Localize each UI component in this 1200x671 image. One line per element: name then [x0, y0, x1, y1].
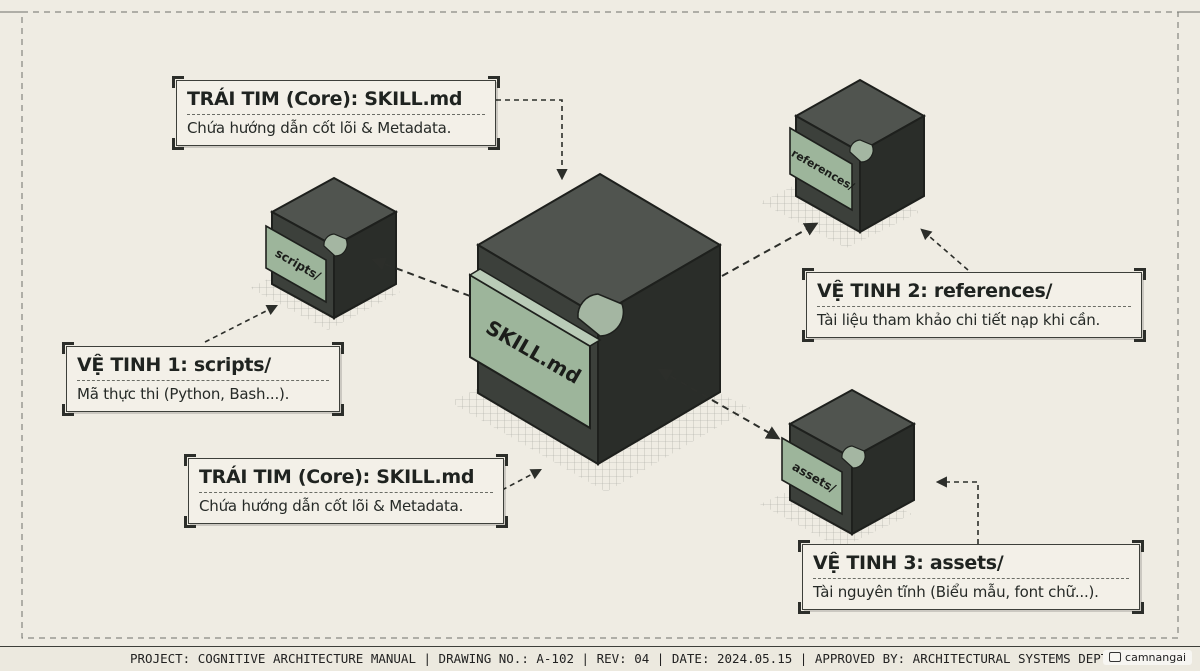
cube-scripts-dial-icon: [323, 233, 348, 257]
cube-assets[interactable]: assets/: [781, 388, 917, 536]
leader-core-top: [496, 99, 568, 181]
cube-connectors: [371, 222, 819, 440]
callout-core-top-desc: Chứa hướng dẫn cốt lõi & Metadata.: [187, 119, 452, 137]
connector-core-assets: [657, 368, 781, 440]
callout-core-bottom: TRÁI TIM (Core): SKILL.md Chứa hướng dẫn…: [184, 454, 508, 528]
leader-core-bottom: [501, 468, 542, 491]
connector-core-references: [721, 222, 819, 277]
watermark-icon: [1109, 652, 1122, 662]
callout-core-top-title: TRÁI TIM (Core): SKILL.md: [187, 87, 485, 115]
drawing-frame: [0, 11, 1200, 639]
cube-references-label-plate: [789, 126, 853, 212]
callout-satellite-2-title: VỆ TINH 2: references/: [817, 279, 1131, 307]
callout-satellite-3-title: VỆ TINH 3: assets/: [813, 551, 1129, 579]
cube-references-dial-icon: [849, 139, 874, 163]
callout-core-top: TRÁI TIM (Core): SKILL.md Chứa hướng dẫn…: [172, 76, 500, 150]
callout-satellite-1: VỆ TINH 1: scripts/ Mã thực thi (Python,…: [62, 342, 344, 416]
connector-core-scripts: [371, 257, 471, 297]
callout-satellite-3-desc: Tài nguyên tĩnh (Biểu mẫu, font chữ...).: [813, 583, 1099, 601]
callout-satellite-2: VỆ TINH 2: references/ Tài liệu tham khả…: [802, 268, 1146, 342]
callout-leaders: [204, 99, 979, 544]
cube-core-dial-icon: [577, 293, 625, 337]
cube-scripts[interactable]: scripts/: [265, 176, 399, 320]
callout-satellite-3: VỆ TINH 3: assets/ Tài nguyên tĩnh (Biểu…: [798, 540, 1144, 614]
leader-satellite-3: [935, 476, 979, 544]
cube-references[interactable]: references/: [789, 78, 927, 234]
callout-core-bottom-title: TRÁI TIM (Core): SKILL.md: [199, 465, 493, 493]
leader-satellite-2: [920, 228, 969, 271]
title-block-footer: PROJECT: COGNITIVE ARCHITECTURE MANUAL |…: [0, 646, 1200, 671]
footer-project-info: PROJECT: COGNITIVE ARCHITECTURE MANUAL |…: [130, 651, 1116, 666]
leader-satellite-1: [204, 304, 278, 343]
watermark-text: camnangai: [1125, 651, 1186, 664]
cube-assets-dial-icon: [841, 445, 866, 469]
callout-core-bottom-desc: Chứa hướng dẫn cốt lõi & Metadata.: [199, 497, 464, 515]
cube-assets-label-plate: [781, 436, 843, 516]
cube-scripts-label-plate: [265, 224, 327, 304]
callout-satellite-1-title: VỆ TINH 1: scripts/: [77, 353, 329, 381]
watermark-badge: camnangai: [1103, 650, 1192, 665]
callout-satellite-2-desc: Tài liệu tham khảo chi tiết nạp khi cần.: [817, 311, 1101, 329]
callout-satellite-1-desc: Mã thực thi (Python, Bash...).: [77, 385, 290, 403]
